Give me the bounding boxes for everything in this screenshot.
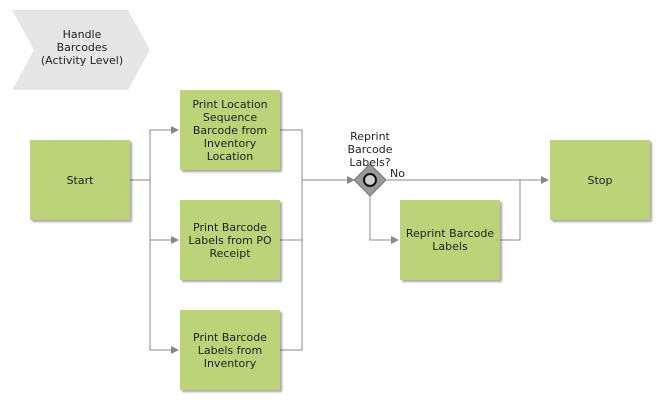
- start-node-label: Start: [66, 173, 94, 187]
- print-location-node-label: Print Location Sequence Barcode from Inv…: [192, 97, 268, 163]
- edge-po-to-decision: [280, 180, 303, 241]
- decision-gateway-circle-icon: [363, 173, 377, 187]
- header-chevron-shape: [12, 10, 150, 90]
- print-inventory-node[interactable]: Print Barcode Labels from Inventory: [180, 310, 280, 390]
- print-po-node-label: Print Barcode Labels from PO Receipt: [188, 220, 272, 260]
- print-po-node[interactable]: Print Barcode Labels from PO Receipt: [180, 200, 280, 280]
- edge-reprint-to-stop: [500, 180, 521, 241]
- edge-start-to-inventory: [130, 179, 179, 354]
- start-node[interactable]: Start: [30, 140, 130, 220]
- stop-node-label: Stop: [587, 173, 613, 187]
- stop-node[interactable]: Stop: [550, 140, 650, 220]
- decision-label: Reprint Barcode Labels?: [347, 130, 393, 169]
- edge-start-to-po: [130, 179, 179, 244]
- edge-label-no: No: [390, 167, 405, 180]
- edge-decision-to-reprint: [369, 196, 399, 244]
- edge-location-to-decision: [280, 129, 355, 184]
- print-location-node[interactable]: Print Location Sequence Barcode from Inv…: [180, 90, 280, 170]
- edge-start-to-location: [130, 126, 179, 181]
- print-inventory-node-label: Print Barcode Labels from Inventory: [193, 330, 267, 370]
- edge-inventory-to-decision: [280, 180, 303, 351]
- reprint-node-label: Reprint Barcode Labels: [405, 227, 495, 253]
- diagram-header-title: Handle Barcodes (Activity Level): [40, 28, 124, 67]
- reprint-node[interactable]: Reprint Barcode Labels: [400, 200, 500, 280]
